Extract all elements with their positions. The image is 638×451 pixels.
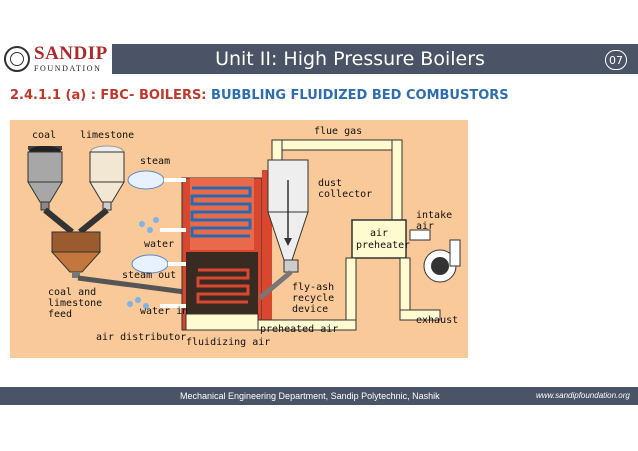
slide-title: Unit II: High Pressure Boilers [215, 48, 485, 70]
label-preheated-air: preheated air [260, 324, 338, 335]
label-flyash-2: recycle [292, 293, 334, 304]
label-exhaust: exhaust [416, 315, 458, 326]
label-air-distributor: air distributor [96, 332, 186, 343]
label-water-in: water in [140, 306, 188, 317]
feed-hopper [50, 231, 186, 295]
label-dust-2: collector [318, 189, 372, 200]
footer-url[interactable]: www.sandipfoundation.org [536, 391, 630, 400]
fbc-boiler-diagram: coal limestone steam water steam out wat… [10, 120, 468, 358]
logo-subtitle: FOUNDATION [34, 64, 102, 73]
label-flyash-3: device [292, 304, 328, 315]
label-coal-feed-3: feed [48, 309, 72, 320]
label-water: water [144, 239, 174, 250]
label-steam-out: steam out [122, 270, 176, 281]
section-subtitle: 2.4.1.1 (a) : FBC- BOILERS: BUBBLING FLU… [10, 88, 509, 104]
label-coal-feed-2: limestone [48, 298, 102, 309]
label-dust-1: dust [318, 178, 342, 189]
coal-hopper [27, 146, 63, 211]
label-flue-gas: flue gas [314, 126, 362, 137]
subtitle-topic: BUBBLING FLUIDIZED BED COMBUSTORS [211, 88, 509, 103]
label-air-preheater-1: air [370, 228, 388, 239]
label-flyash-1: fly-ash [292, 282, 334, 293]
label-intake-2: air [416, 221, 434, 232]
footer-department: Mechanical Engineering Department, Sandi… [180, 391, 440, 401]
label-limestone: limestone [80, 130, 134, 141]
label-fluidizing-air: fluidizing air [186, 337, 270, 348]
label-coal: coal [32, 130, 56, 141]
logo-seal-icon [4, 46, 30, 72]
label-air-preheater-2: preheater [356, 240, 410, 251]
page-number: 07 [605, 50, 627, 70]
label-steam: steam [140, 156, 170, 167]
footer-bar [0, 387, 638, 405]
subtitle-section: 2.4.1.1 (a) : FBC- BOILERS: [10, 88, 212, 103]
dust-collector [267, 159, 309, 273]
logo-name: SANDIP [34, 43, 108, 64]
label-intake-1: intake [416, 210, 452, 221]
intake-fan-icon [409, 229, 461, 283]
furnace [181, 170, 272, 331]
limestone-hopper [89, 145, 125, 211]
air-preheater [257, 219, 441, 331]
label-coal-feed-1: coal and [48, 287, 96, 298]
